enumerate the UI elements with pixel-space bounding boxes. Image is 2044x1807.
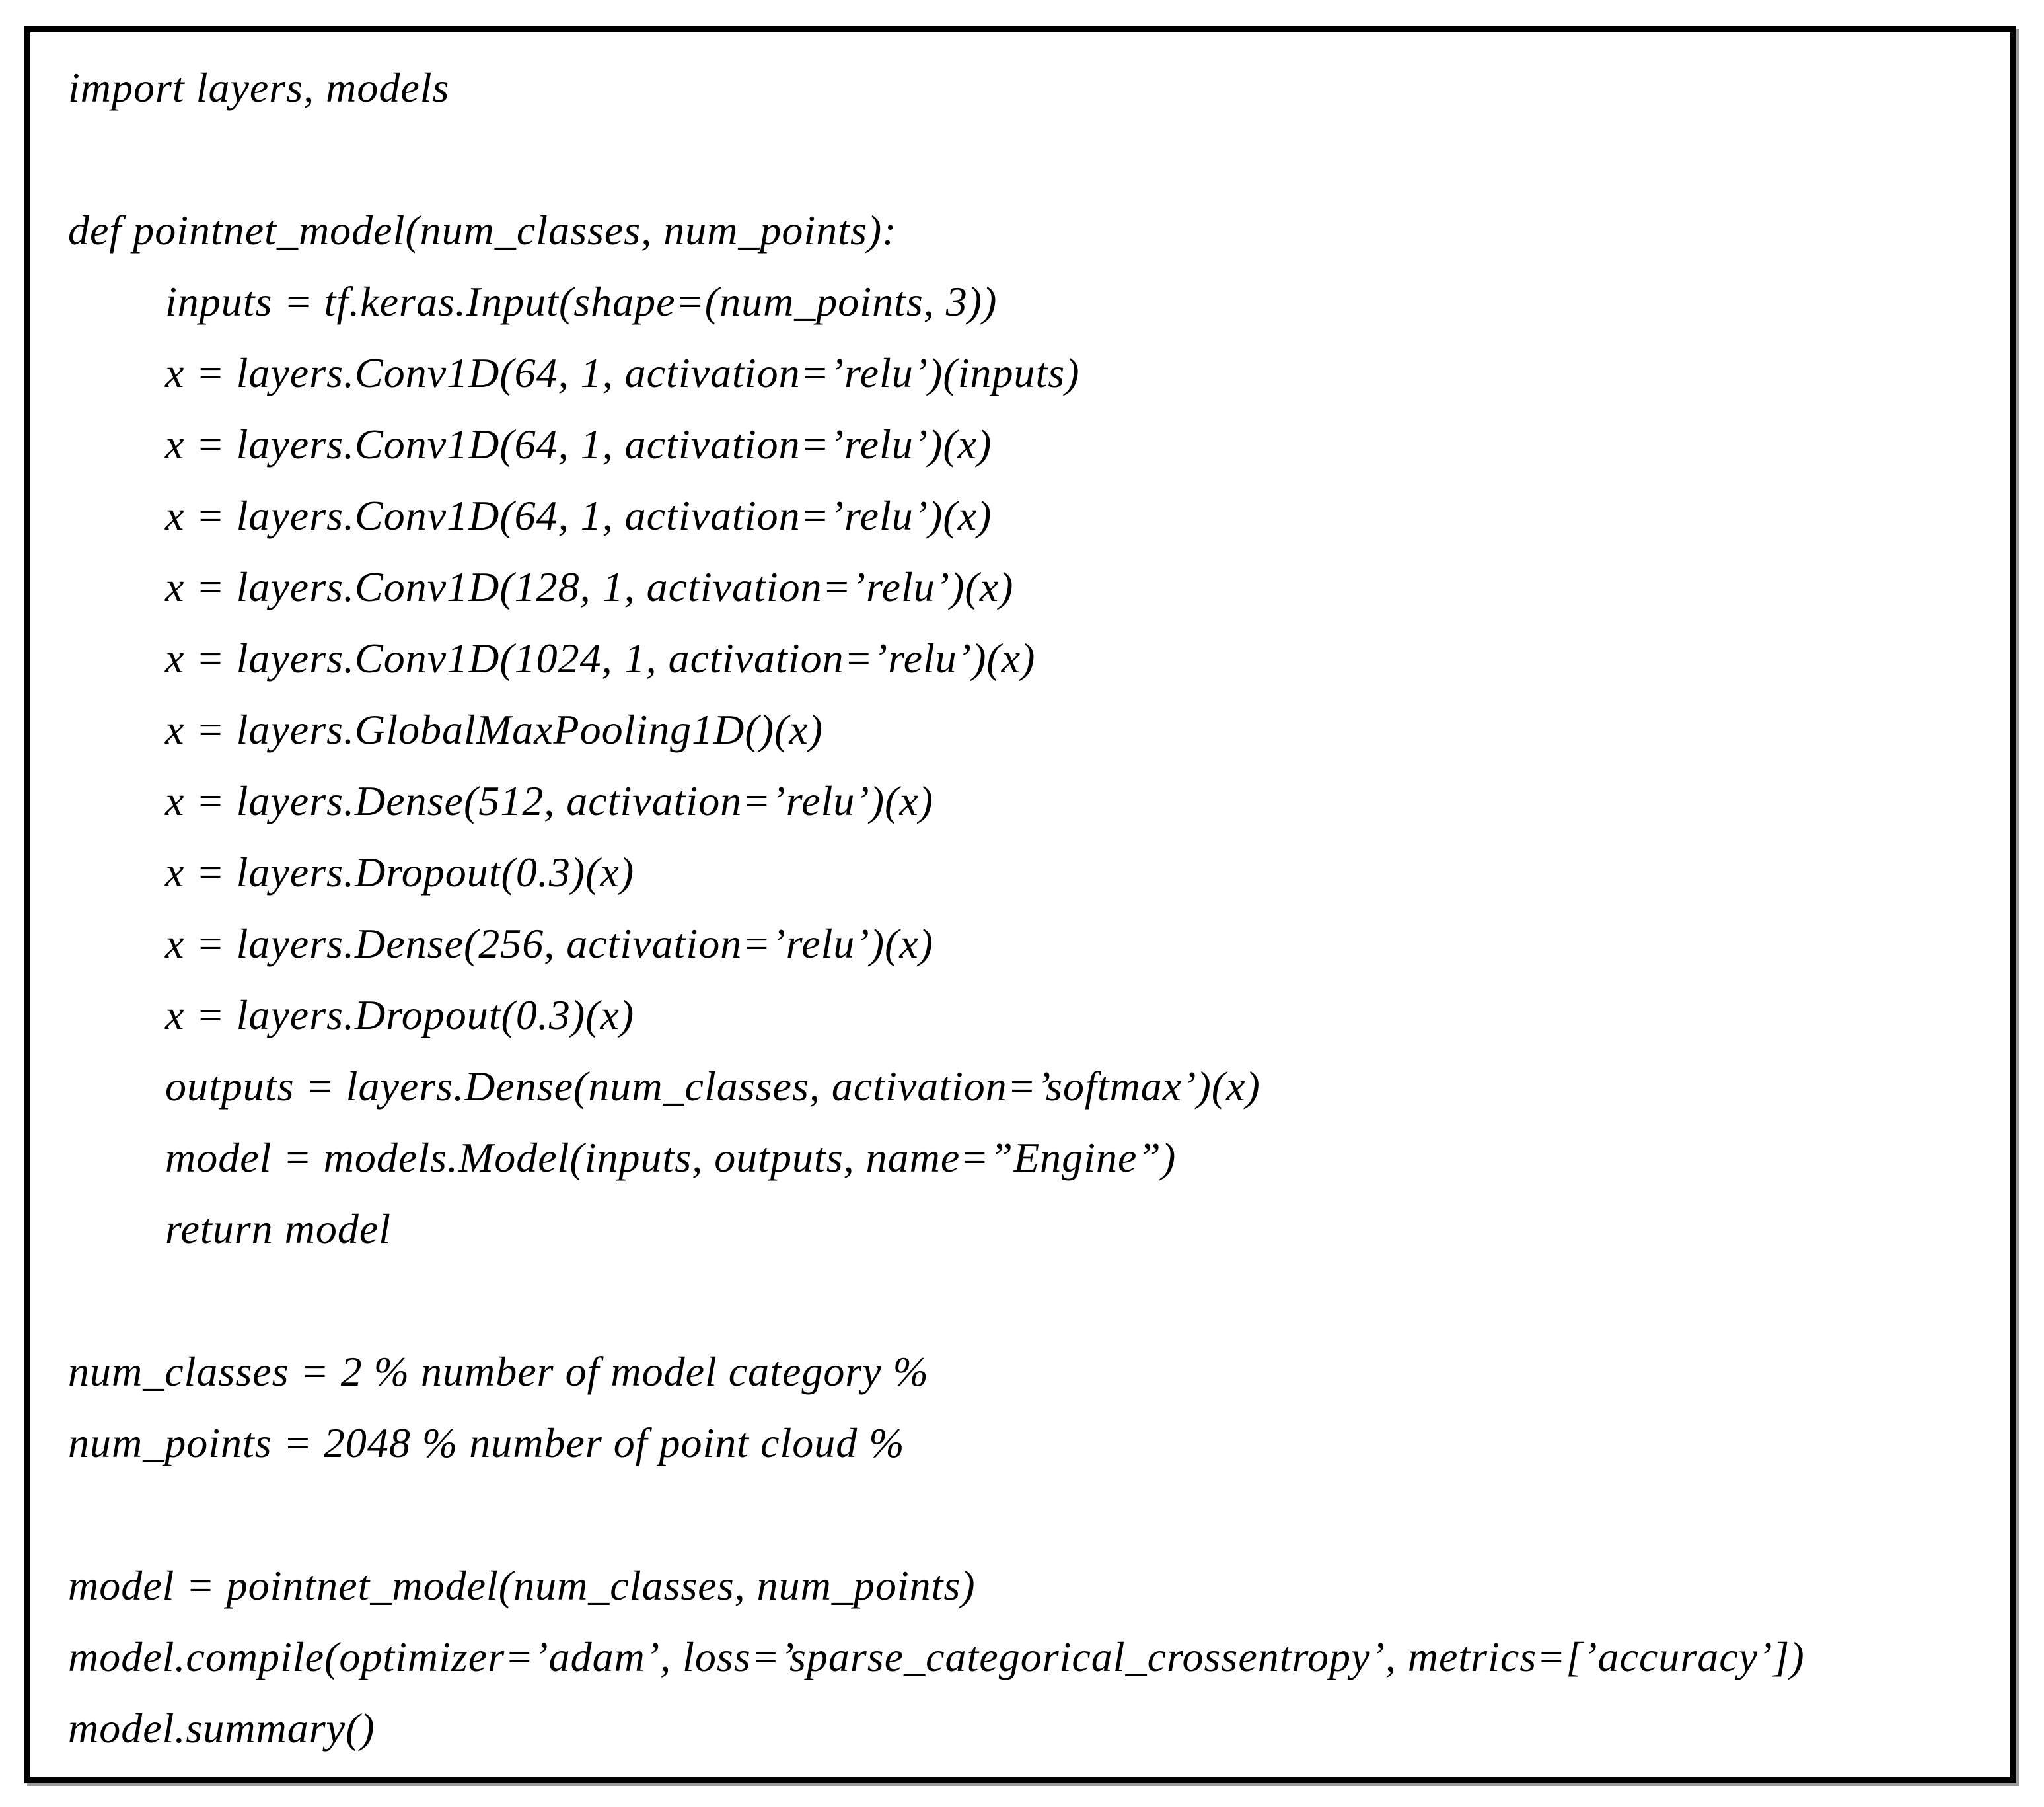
code-line: model = models.Model(inputs, outputs, na… bbox=[165, 1134, 1177, 1181]
code-listing-frame: import layers, models def pointnet_model(… bbox=[24, 26, 2016, 1783]
code-line: x = layers.Dense(256, activation=’relu’)… bbox=[165, 920, 934, 967]
code-line: num_classes = 2 % number of model catego… bbox=[68, 1348, 929, 1395]
code-line bbox=[68, 1265, 2004, 1336]
code-line: import layers, models bbox=[68, 64, 450, 111]
code-line: x = layers.Conv1D(64, 1, activation=’rel… bbox=[165, 349, 1080, 396]
code-line: x = layers.Conv1D(128, 1, activation=’re… bbox=[165, 563, 1014, 610]
code-line: x = layers.Conv1D(64, 1, activation=’rel… bbox=[165, 421, 992, 468]
code-line: x = layers.Conv1D(64, 1, activation=’rel… bbox=[165, 492, 992, 539]
code-line: outputs = layers.Dense(num_classes, acti… bbox=[165, 1063, 1260, 1110]
code-line bbox=[68, 124, 2004, 195]
code-line: def pointnet_model(num_classes, num_poin… bbox=[68, 207, 897, 254]
code-line: model = pointnet_model(num_classes, num_… bbox=[68, 1562, 976, 1609]
code-block: import layers, models def pointnet_model(… bbox=[30, 32, 2010, 1764]
code-line: model.summary() bbox=[68, 1705, 375, 1752]
code-line: x = layers.Dense(512, activation=’relu’)… bbox=[165, 777, 934, 824]
code-line: x = layers.GlobalMaxPooling1D()(x) bbox=[165, 706, 824, 753]
code-line: x = layers.Dropout(0.3)(x) bbox=[165, 849, 635, 896]
code-line: model.compile(optimizer=’adam’, loss=’sp… bbox=[68, 1633, 1805, 1680]
code-line: x = layers.Conv1D(1024, 1, activation=’r… bbox=[165, 635, 1036, 682]
code-line bbox=[68, 1479, 2004, 1550]
code-line: x = layers.Dropout(0.3)(x) bbox=[165, 991, 635, 1038]
code-line: num_points = 2048 % number of point clou… bbox=[68, 1419, 905, 1466]
code-line: return model bbox=[165, 1205, 392, 1252]
code-line: inputs = tf.keras.Input(shape=(num_point… bbox=[165, 278, 998, 325]
